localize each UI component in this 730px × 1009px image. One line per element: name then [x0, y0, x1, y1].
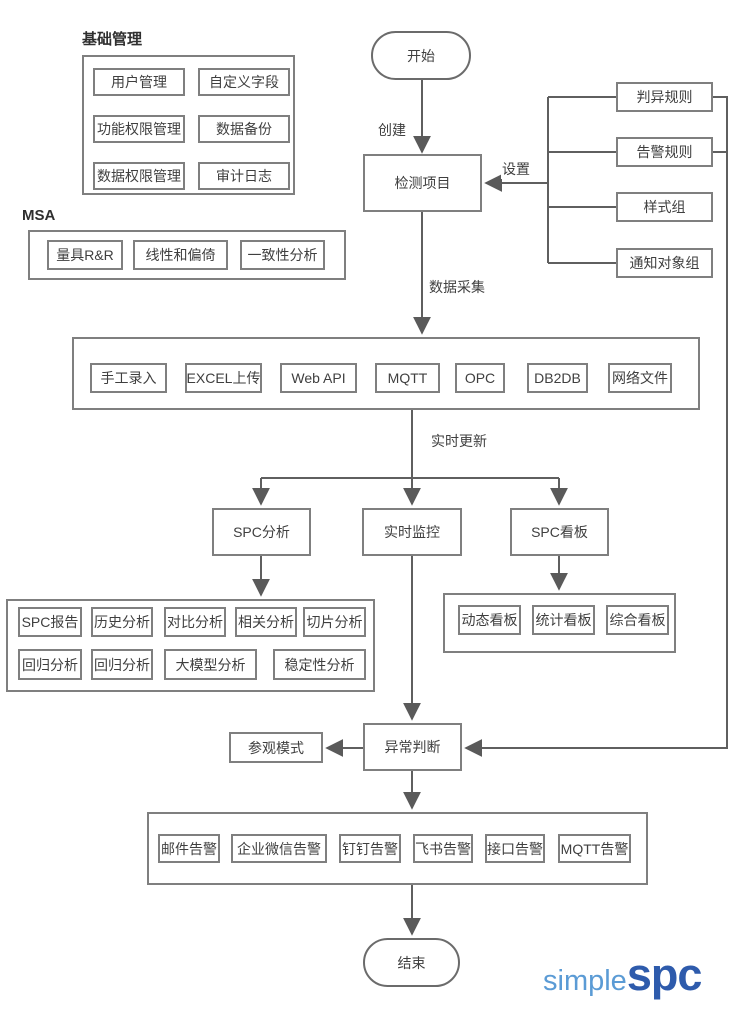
node-network-file: 网络文件 — [608, 363, 672, 393]
node-db2db: DB2DB — [527, 363, 588, 393]
node-spc-board: SPC看板 — [510, 508, 609, 556]
msa-group-box — [28, 230, 346, 280]
collect-group-box — [72, 337, 700, 410]
node-judge-rules: 判异规则 — [616, 82, 713, 112]
node-data-permission: 数据权限管理 — [93, 162, 185, 190]
node-excel-upload: EXCEL上传 — [185, 363, 262, 393]
node-wecom-alert: 企业微信告警 — [231, 834, 327, 863]
node-regression-analysis-1: 回归分析 — [18, 649, 82, 680]
node-notify-group: 通知对象组 — [616, 248, 713, 278]
node-history-analysis: 历史分析 — [91, 607, 153, 637]
analysis-group-box — [6, 599, 375, 692]
node-correlation-analysis: 相关分析 — [235, 607, 297, 637]
node-start: 开始 — [371, 31, 471, 80]
edge-label-realtime: 实时更新 — [430, 431, 488, 451]
node-feishu-alert: 飞书告警 — [413, 834, 473, 863]
node-alert-rules: 告警规则 — [616, 137, 713, 167]
node-email-alert: 邮件告警 — [158, 834, 220, 863]
node-web-api: Web API — [280, 363, 357, 393]
alerts-group-box — [147, 812, 648, 885]
node-end: 结束 — [363, 938, 460, 987]
node-regression-analysis-2: 回归分析 — [91, 649, 153, 680]
node-function-permission: 功能权限管理 — [93, 115, 185, 143]
node-dynamic-board: 动态看板 — [458, 605, 521, 635]
logo-text-simple: simple — [543, 965, 627, 997]
logo-text-spc: spc — [626, 949, 703, 1000]
node-slice-analysis: 切片分析 — [303, 607, 366, 637]
msa-group-title: MSA — [22, 207, 56, 224]
node-linearity-bias: 线性和偏倚 — [133, 240, 228, 270]
node-anomaly-judge: 异常判断 — [363, 723, 462, 771]
node-data-backup: 数据备份 — [198, 115, 290, 143]
node-spc-analysis: SPC分析 — [212, 508, 311, 556]
node-stats-board: 统计看板 — [532, 605, 595, 635]
node-opc: OPC — [455, 363, 505, 393]
node-compare-analysis: 对比分析 — [164, 607, 226, 637]
node-user-management: 用户管理 — [93, 68, 185, 96]
node-mqtt: MQTT — [375, 363, 440, 393]
node-llm-analysis: 大模型分析 — [164, 649, 257, 680]
node-gage-rr: 量具R&R — [47, 240, 123, 270]
basic-group-box — [82, 55, 295, 195]
dashboard-group-box — [443, 593, 676, 653]
node-style-group: 样式组 — [616, 192, 713, 222]
node-stability-analysis: 稳定性分析 — [273, 649, 366, 680]
node-consistency-analysis: 一致性分析 — [240, 240, 325, 270]
edge-label-create: 创建 — [377, 120, 407, 140]
node-mqtt-alert: MQTT告警 — [558, 834, 631, 863]
node-dingtalk-alert: 钉钉告警 — [339, 834, 401, 863]
node-realtime-monitor: 实时监控 — [362, 508, 462, 556]
node-visit-mode: 参观模式 — [229, 732, 323, 763]
brand-logo: simple spc — [543, 949, 703, 1000]
node-composite-board: 综合看板 — [606, 605, 669, 635]
node-api-alert: 接口告警 — [485, 834, 545, 863]
edge-label-setup: 设置 — [501, 159, 531, 179]
node-audit-log: 审计日志 — [198, 162, 290, 190]
node-spc-report: SPC报告 — [18, 607, 82, 637]
node-custom-fields: 自定义字段 — [198, 68, 290, 96]
edge-label-collect: 数据采集 — [428, 277, 486, 297]
node-detection-project: 检测项目 — [363, 154, 482, 212]
node-manual-entry: 手工录入 — [90, 363, 167, 393]
basic-group-title: 基础管理 — [82, 31, 143, 48]
